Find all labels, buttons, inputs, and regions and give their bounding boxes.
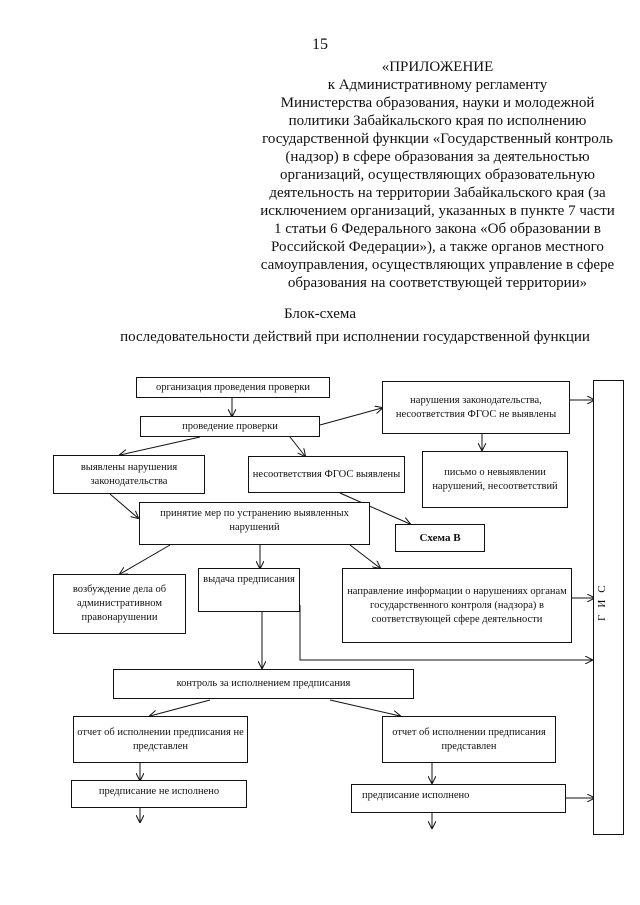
box-no-violations: нарушения законодательства, несоответств… <box>382 381 570 434</box>
appendix-line: образования на соответствующей территори… <box>287 275 588 291</box>
connector-law-to-measures <box>109 493 138 518</box>
appendix-line: Российской Федерации»), а также органов … <box>271 239 604 255</box>
connector-measures-to-info <box>349 544 380 568</box>
appendix-line: Министерства образования, науки и молоде… <box>280 95 595 111</box>
box-order-not-fulfilled: предписание не исполнено <box>71 780 247 808</box>
connector-control-to-notsub <box>150 699 211 716</box>
box-info-direction: направление информации о нарушениях орга… <box>342 568 572 643</box>
appendix-line: политики Забайкальского края по исполнен… <box>288 113 587 129</box>
appendix-line: самоуправления, осуществляющих управлени… <box>260 257 615 273</box>
appendix-line: (надзор) в сфере образования за деятельн… <box>285 149 590 165</box>
box-order-fulfilled: предписание исполнено <box>351 784 566 813</box>
connector-conduct-to-law <box>120 436 201 455</box>
box-gis <box>593 380 624 835</box>
box-organization: организация проведения проверки <box>136 377 330 398</box>
connector-fgos-to-schemeb <box>339 492 410 524</box>
scheme-subtitle: последовательности действий при исполнен… <box>120 329 590 345</box>
box-admin-case: возбуждение дела об административном пра… <box>53 574 186 634</box>
appendix-line: 1 статьи 6 Федерального закона «Об образ… <box>274 221 601 237</box>
appendix-header: «ПРИЛОЖЕНИЕ к Административному регламен… <box>250 58 625 292</box>
appendix-line: государственной функции «Государственный… <box>262 131 613 147</box>
appendix-line: «ПРИЛОЖЕНИЕ <box>381 59 494 75</box>
box-order-issue: выдача предписания <box>198 568 300 612</box>
box-report-not-submitted: отчет об исполнении предписания не предс… <box>73 716 248 763</box>
box-conducting: проведение проверки <box>140 416 320 437</box>
gis-label: ГИС <box>596 578 608 621</box>
box-fgos-violations: несоответствия ФГОС выявлены <box>248 456 405 493</box>
connector-conduct-to-noviol <box>319 408 382 426</box>
appendix-line: исключением организаций, указанных в пун… <box>260 203 615 219</box>
connector-order-to-gis <box>299 605 592 660</box>
connector-control-to-sub <box>329 699 400 716</box>
appendix-line: к Административному регламенту <box>327 77 548 93</box>
box-report-submitted: отчет об исполнении предписания представ… <box>382 716 556 763</box>
box-scheme-b: Схема В <box>395 524 485 552</box>
connector-measures-to-admin <box>120 544 171 574</box>
scheme-title: Блок-схема <box>284 306 356 322</box>
box-no-violations-letter: письмо о невыявлении нарушений, несоотве… <box>422 451 568 508</box>
box-measures: принятие мер по устранению выявленных на… <box>139 502 370 545</box>
box-order-control: контроль за исполнением предписания <box>113 669 414 699</box>
appendix-line: организаций, осуществляющих образователь… <box>279 167 595 183</box>
appendix-line: деятельность на территории Забайкальског… <box>269 185 606 201</box>
page-number: 15 <box>312 36 328 53</box>
connector-conduct-to-fgos <box>289 436 305 456</box>
box-law-violations: выявлены нарушения законодательства <box>53 455 205 494</box>
